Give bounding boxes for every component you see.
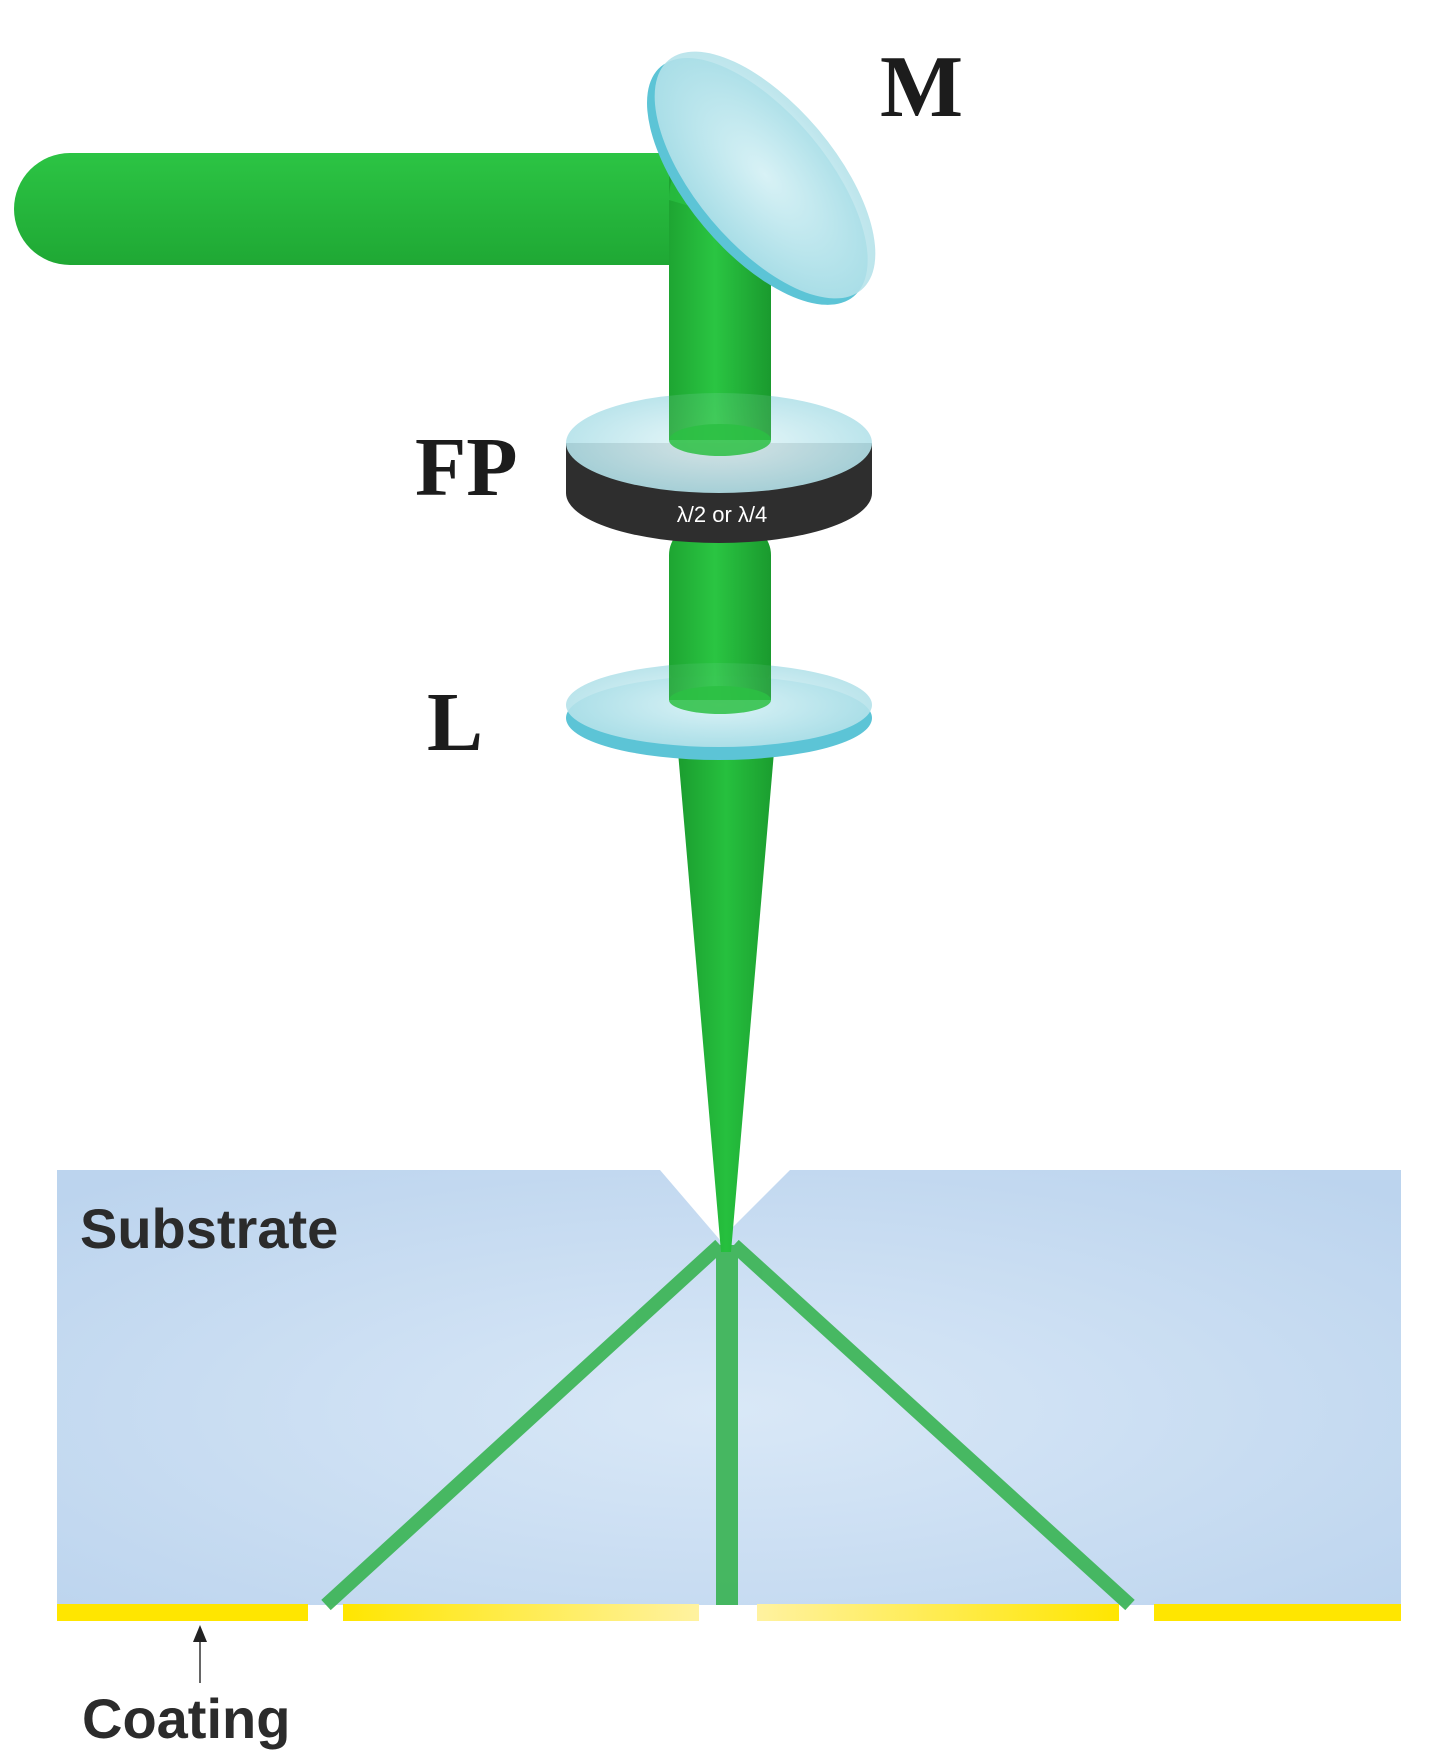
substrate-label: Substrate xyxy=(80,1197,338,1260)
internal-beams xyxy=(321,1239,1135,1611)
coating-segment-1 xyxy=(57,1604,308,1621)
coating-segment-3 xyxy=(757,1604,1119,1621)
left-diffracted-beam xyxy=(321,1239,725,1611)
coating-layer xyxy=(57,1604,1401,1621)
phase-plate-marking: λ/2 or λ/4 xyxy=(677,502,767,527)
phase-plate-label: FP xyxy=(415,421,518,514)
coating-arrow xyxy=(193,1625,207,1683)
coating-segment-4 xyxy=(1154,1604,1401,1621)
phase-plate: λ/2 or λ/4 xyxy=(566,380,872,543)
coating-segment-2 xyxy=(343,1604,699,1621)
focused-beam xyxy=(678,752,774,1252)
lens-label: L xyxy=(427,676,483,769)
mirror xyxy=(647,51,876,305)
lens xyxy=(566,650,872,760)
coating-label: Coating xyxy=(82,1687,290,1750)
mirror-label: M xyxy=(880,39,963,136)
right-diffracted-beam xyxy=(729,1239,1135,1611)
